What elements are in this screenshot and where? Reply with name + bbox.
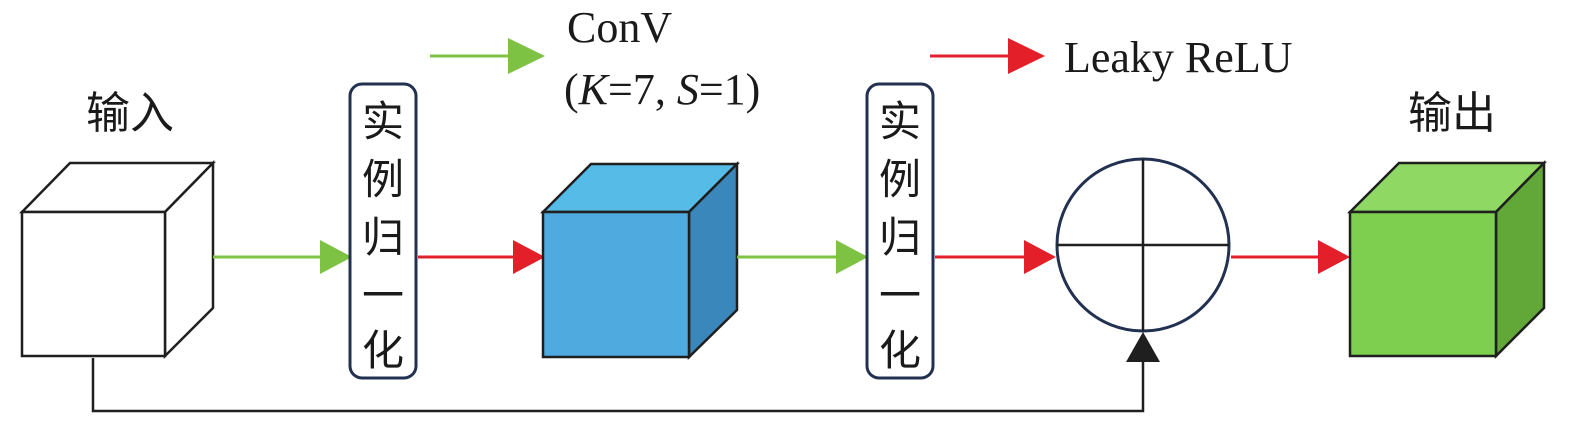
legend-conv-arrowhead: [508, 38, 545, 74]
skip-connection-arrowhead: [1126, 332, 1160, 362]
arrow-input-to-norm1-head: [320, 240, 352, 274]
norm2-char-4: 一: [879, 271, 921, 320]
conv-cube-front: [541, 210, 691, 359]
norm1-char-5: 化: [362, 326, 404, 375]
norm1-char-2: 例: [362, 155, 404, 204]
legend-conv: ConV (K=7, S=1): [430, 3, 760, 114]
legend-activation-label: Leaky ReLU: [1064, 33, 1292, 82]
instance-norm-block-2: 实 例 归 一 化: [865, 82, 935, 380]
output-cube: [1346, 159, 1547, 360]
arrow-sum-to-output-head: [1318, 240, 1350, 274]
norm2-char-5: 化: [879, 326, 921, 375]
output-label: 输出: [1408, 88, 1496, 139]
legend-activation: Leaky ReLU: [930, 33, 1292, 82]
input-cube-front: [20, 210, 167, 358]
norm2-char-3: 归: [879, 213, 921, 262]
norm1-char-4: 一: [362, 271, 404, 320]
skip-connection: [91, 332, 1160, 413]
input-cube: [19, 159, 216, 360]
skip-connection-line: [91, 358, 1145, 413]
norm2-char-2: 例: [879, 155, 921, 204]
instance-norm-block-2-frame: [865, 82, 935, 380]
arrow-conv-to-norm2-head: [836, 240, 868, 274]
legend-conv-title: ConV: [567, 3, 672, 52]
norm2-char-1: 实: [879, 97, 921, 146]
arrow-norm2-to-sum-head: [1024, 240, 1056, 274]
instance-norm-block-1-frame: [348, 82, 418, 380]
legend-activation-arrowhead: [1008, 38, 1045, 74]
norm1-char-3: 归: [362, 213, 404, 262]
instance-norm-block-1: 实 例 归 一 化: [348, 82, 418, 380]
norm1-char-1: 实: [362, 97, 404, 146]
arrow-norm1-to-conv-head: [513, 240, 545, 274]
conv-cube: [539, 160, 741, 360]
output-cube-front: [1348, 210, 1498, 358]
sum-node: [1055, 157, 1231, 333]
input-label: 输入: [86, 88, 174, 139]
legend-conv-params: (K=7, S=1): [564, 65, 760, 114]
